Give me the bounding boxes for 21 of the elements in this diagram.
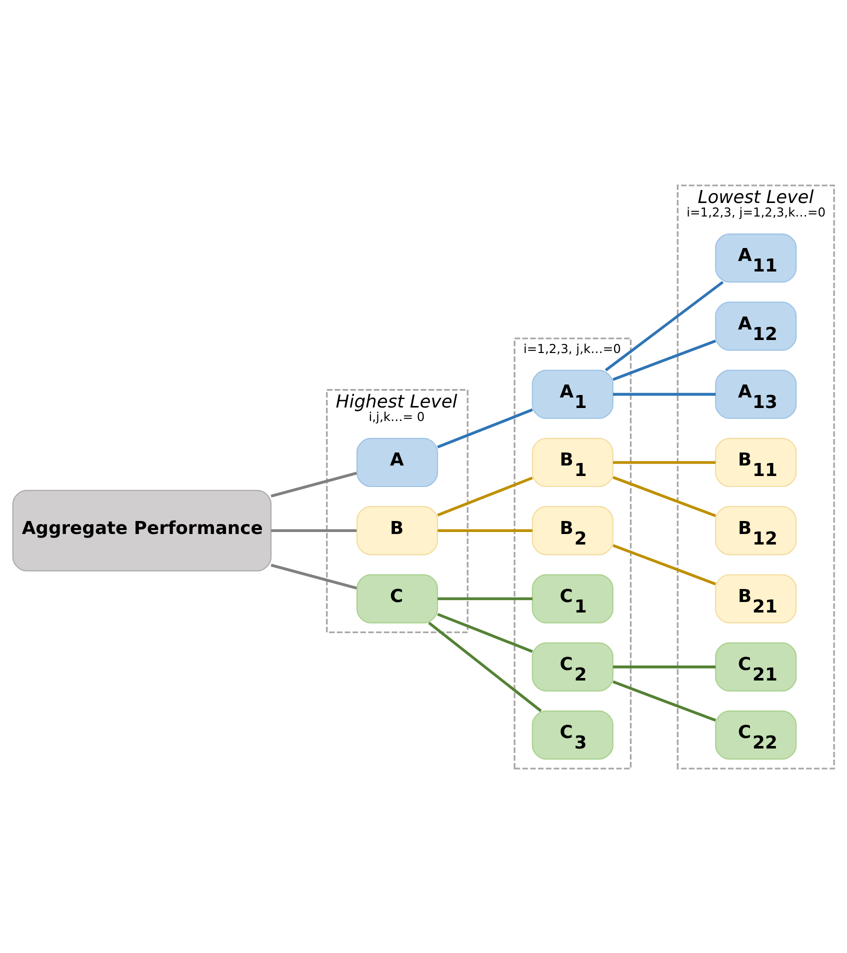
node-box: B	[356, 506, 438, 555]
node-box: A	[356, 437, 438, 487]
connector	[437, 476, 533, 516]
node-box: Aggregate Performance	[12, 489, 272, 571]
connector	[612, 680, 716, 722]
connector	[612, 339, 716, 380]
connector	[438, 528, 532, 532]
connector	[604, 280, 724, 371]
connector	[613, 460, 716, 464]
connector	[271, 528, 357, 532]
connector	[437, 612, 533, 652]
connector	[612, 544, 716, 585]
connector	[437, 408, 533, 448]
connector	[612, 475, 716, 517]
node-box: C	[356, 574, 438, 623]
connector	[438, 596, 532, 600]
connector	[613, 392, 716, 396]
connector	[270, 563, 357, 589]
connector	[270, 471, 357, 497]
connector	[613, 665, 716, 668]
connector	[428, 621, 542, 712]
